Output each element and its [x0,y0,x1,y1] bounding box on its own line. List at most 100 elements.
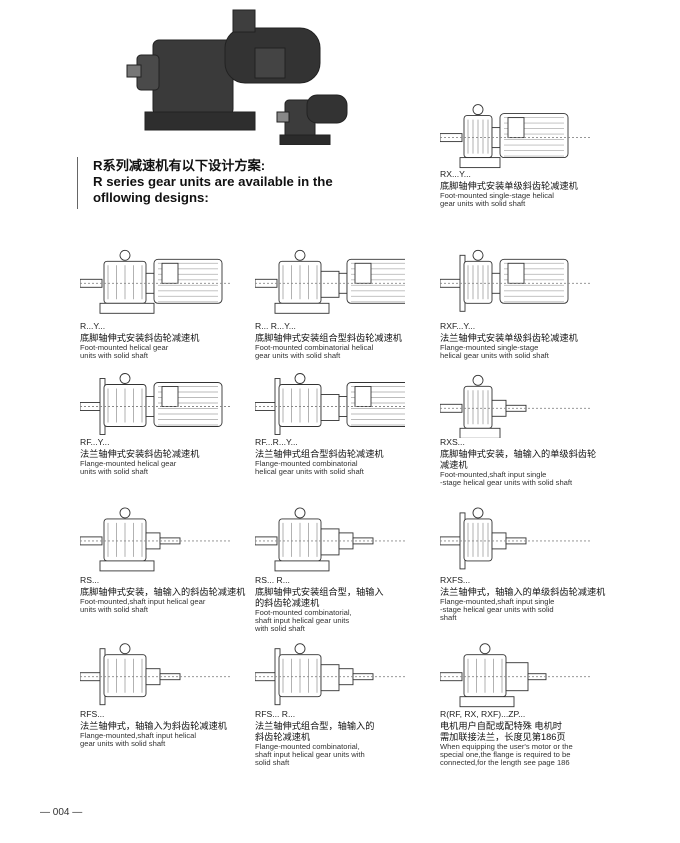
design-code: RF...Y... [80,437,110,447]
design-name-en: Foot-mounted helical gear [80,342,169,352]
heading-en-line2: ofllowing designs: [93,190,209,205]
design-name-en: units with solid shaft [80,350,148,360]
eye-bolt [472,249,484,261]
gear-unit-drawing [80,507,230,572]
design-name-en: When equipping the user's motor or the [440,741,573,751]
design-name-en: gear units with solid shaft [255,350,341,360]
design-name-cn: 法兰轴伸式安装斜齿轮减速机 [80,448,200,459]
gear-unit-drawing [80,373,230,435]
output-shaft [80,672,103,682]
design-caption: R(RF, RX, RXF)...ZP...电机用户自配或配特殊 电机时需加联接… [440,710,615,767]
page-number: — 004 — [40,807,83,818]
foot-base [274,302,330,314]
gear-unit-drawing [440,643,590,708]
design-code: RXS... [440,437,465,447]
foot-base [99,560,155,572]
eye-bolt [119,643,131,655]
gear-unit-drawing [80,249,230,314]
foot-base [459,696,515,708]
design-name-en: Flange-mounted helical gear [80,458,177,468]
design-name-en: -stage helical gear units with solid [440,604,554,614]
design-name-en: helical gear units with solid shaft [440,350,549,360]
design-name-en: Foot-mounted,shaft input helical gear [80,596,206,606]
gear-unit-drawing [255,249,405,314]
output-shaft [255,278,278,288]
design-code: RXFS... [440,575,471,585]
output-shaft [80,402,103,411]
foot-base [274,560,330,572]
design-name-en: Flange-mounted,shaft input single [440,596,555,606]
design-name-en: with solid shaft [255,623,305,633]
design-name-en: Foot-mounted combinatorial helical [255,342,374,352]
input-bearing [491,399,507,417]
design-name-en: Foot-mounted,shaft input single [440,469,547,479]
second-stage [320,664,340,692]
eye-bolt [294,507,306,519]
design-name-en: solid shaft [255,757,290,767]
terminal-box [161,386,179,407]
output-shaft [440,403,463,413]
design-item: R(RF, RX, RXF)...ZP...电机用户自配或配特殊 电机时需加联接… [440,636,615,767]
design-code: RS... [80,575,100,585]
design-name-en: shaft input helical gear units [255,615,350,625]
gear-unit-drawing [440,104,590,169]
design-name-cn: 法兰轴伸式组合型斜齿轮减速机 [255,448,384,459]
design-name-cn: 底脚轴伸式安装单级斜齿轮减速机 [440,180,578,191]
second-stage [320,528,340,556]
output-shaft [440,133,463,143]
output-shaft [255,672,278,682]
design-name-en: Flange-mounted single-stage [440,342,539,352]
design-code: RFS... R... [255,709,296,719]
gear-unit-drawing [255,507,405,572]
eye-bolt [472,104,484,116]
design-code: RX...Y... [440,169,471,179]
output-shaft [80,278,103,288]
design-name-cn: 的斜齿轮减速机 [255,597,320,608]
design-name-en: -stage helical gear units with solid sha… [440,477,573,487]
design-name-cn: 减速机 [440,459,468,470]
design-name-cn: 法兰轴伸式安装单级斜齿轮减速机 [440,332,578,343]
eye-bolt [472,374,484,386]
design-name-en: Flange-mounted,shaft input helical [80,730,197,740]
design-name-cn: 法兰轴伸式，轴输入的单级斜齿轮减速机 [440,586,606,597]
design-name-en: shaft [440,612,457,622]
heading-accent-bar [77,157,78,209]
input-bearing [338,668,354,686]
design-code: RFS... [80,709,105,719]
gear-unit-drawing [440,374,590,438]
foot-base [459,427,501,438]
eye-bolt [119,249,131,261]
terminal-box [507,262,525,284]
design-name-cn: 法兰轴伸式，轴输入为斜齿轮减速机 [80,720,227,731]
design-name-en: connected,for the length see page 186 [440,757,570,767]
eye-bolt [294,249,306,261]
terminal-box [507,117,525,139]
design-name-cn: 电机用户自配或配特殊 电机时 [440,720,562,731]
design-code: RF...R...Y... [255,437,298,447]
design-code: R...Y... [80,321,106,331]
input-bearing [491,532,507,550]
gear-unit-drawing [255,373,405,435]
design-name-en: special one,the flange is required to be [440,749,571,759]
heading-cn: R系列减速机有以下设计方案: [93,158,266,173]
input-bearing [338,532,354,550]
output-shaft [255,402,278,411]
design-name-cn: 底脚轴伸式安装，轴输入的斜齿轮减速机 [80,586,246,597]
design-name-en: gear units with solid shaft [80,738,166,748]
design-name-en: Foot-mounted single-stage helical [440,190,554,200]
design-name-en: helical gear units with solid shaft [255,466,364,476]
